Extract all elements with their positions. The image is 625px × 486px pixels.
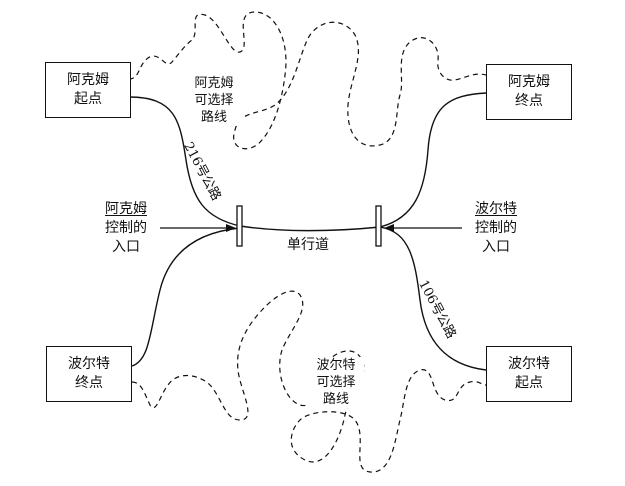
boston-end-line2: 终点 [75, 375, 103, 391]
boston-start-line1: 波尔特 [508, 356, 550, 372]
arkham-end-road [379, 92, 487, 228]
arkham-control-line1: 阿克姆 [105, 201, 147, 217]
arkham-alt-route-path [128, 11, 487, 150]
boston-control-line1: 波尔特 [475, 201, 517, 217]
arkham-start-box: 阿克姆 起点 [45, 62, 131, 118]
arkham-end-line2: 终点 [515, 93, 543, 109]
arkham-control-line2: 控制的 [105, 220, 147, 236]
boston-end-box: 波尔特 终点 [46, 346, 132, 402]
boston-control-line2: 控制的 [475, 220, 517, 236]
boston-arrowhead [384, 224, 394, 232]
boston-alt-route-label: 波尔特 可选择 路线 [308, 357, 364, 408]
one-way-road [239, 225, 381, 232]
boston-alt-route-line2: 可选择 [316, 375, 356, 390]
boston-control-label: 波尔特 控制的 入口 [466, 200, 526, 257]
boston-alt-route-path [131, 290, 487, 473]
route-216-road [128, 96, 241, 227]
route-106-road [379, 226, 487, 371]
arkham-start-line2: 起点 [74, 91, 102, 107]
arkham-gate [236, 205, 243, 247]
arkham-alt-route-line3: 路线 [200, 110, 227, 125]
arkham-alt-route-line1: 阿克姆 [194, 76, 234, 91]
boston-end-road [131, 227, 241, 367]
arkham-arrowhead [226, 224, 236, 232]
arkham-start-line1: 阿克姆 [67, 72, 109, 88]
arkham-control-label: 阿克姆 控制的 入口 [96, 200, 156, 257]
boston-gate [375, 205, 382, 247]
arkham-control-line3: 入口 [112, 239, 140, 255]
one-way-label: 单行道 [287, 237, 329, 253]
boston-alt-route-line3: 路线 [322, 392, 349, 407]
boston-start-box: 波尔特 起点 [486, 346, 572, 402]
boston-control-line3: 入口 [482, 239, 510, 255]
boston-alt-route-line1: 波尔特 [316, 358, 356, 373]
arkham-end-line1: 阿克姆 [508, 74, 550, 90]
arkham-end-box: 阿克姆 终点 [486, 64, 572, 120]
arkham-alt-route-line2: 可选择 [194, 93, 234, 108]
boston-end-line1: 波尔特 [68, 356, 110, 372]
arkham-alt-route-label: 阿克姆 可选择 路线 [186, 75, 242, 126]
boston-start-line2: 起点 [515, 375, 543, 391]
